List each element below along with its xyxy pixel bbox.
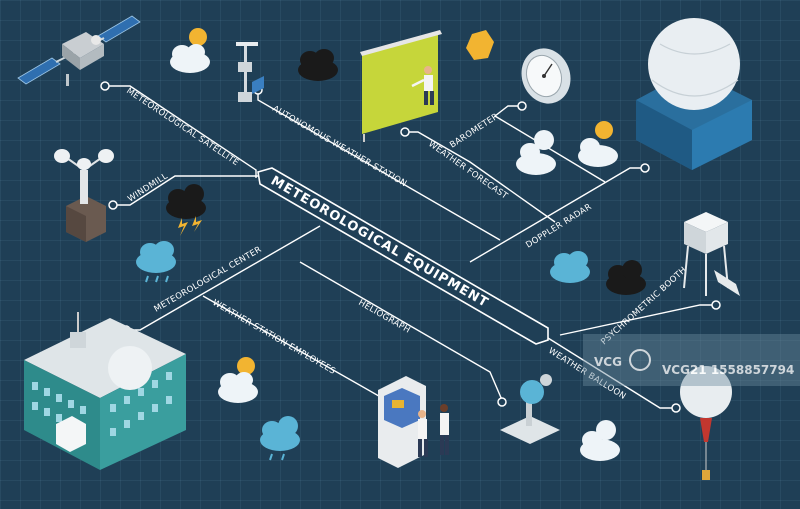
label-barometer: BAROMETER xyxy=(448,112,501,151)
meteorological-center-icon xyxy=(24,312,186,470)
line-windmill xyxy=(113,175,262,206)
line-forecast xyxy=(405,131,556,223)
label-heliograph: HELIOGRAPH xyxy=(357,298,412,336)
node-forecast xyxy=(400,127,410,137)
line-satellite xyxy=(105,85,257,178)
doppler-radar-icon xyxy=(636,18,752,170)
sun-icon xyxy=(466,30,494,60)
watermark: VCG VCG21 1558857794 xyxy=(583,334,800,386)
weather-station-mast-icon xyxy=(236,42,264,102)
label-weather-forecast: WEATHER FORECAST xyxy=(426,139,510,202)
rain-cloud-bottom-icon xyxy=(260,416,300,461)
weather-station-employees-icon xyxy=(378,376,449,468)
node-balloon xyxy=(671,403,681,413)
node-heliograph xyxy=(497,397,507,407)
cloud-sun-icon xyxy=(170,28,210,73)
forecast-presenter-icon xyxy=(360,30,442,142)
white-clouds-icon xyxy=(516,121,618,175)
barometer-icon xyxy=(521,48,571,104)
watermark-id: VCG21 1558857794 xyxy=(662,363,794,377)
dark-cloud-right-icon xyxy=(606,260,646,295)
node-satellite xyxy=(100,81,110,91)
label-meteorological-satellite: METEOROLOGICAL SATELLITE xyxy=(124,86,240,168)
line-center xyxy=(126,225,321,331)
blue-cloud-icon xyxy=(550,251,590,283)
anemometer-icon xyxy=(54,149,114,242)
title-banner xyxy=(257,167,549,345)
line-balloon xyxy=(547,337,674,409)
line-heliograph xyxy=(299,261,503,401)
node-psychrometric xyxy=(711,300,721,310)
satellite-icon xyxy=(17,15,141,86)
line-doppler xyxy=(469,167,643,263)
storm-cloud-icon xyxy=(166,184,206,236)
rain-cloud-icon xyxy=(136,241,176,283)
white-cloud-bottom-icon xyxy=(580,420,620,461)
label-weather-station-employees: WEATHER STATION EMPLOYEES xyxy=(211,298,338,377)
node-doppler xyxy=(640,163,650,173)
line-psychrometric xyxy=(559,304,714,336)
line-barometer xyxy=(493,105,606,183)
label-windmill: WINDMILL xyxy=(126,171,170,204)
node-barometer xyxy=(517,101,527,111)
node-windmill xyxy=(108,200,118,210)
diagram-title: METEOROLOGICAL EQUIPMENT xyxy=(268,173,491,310)
watermark-logo: VCG xyxy=(594,355,622,369)
heliograph-icon xyxy=(500,374,560,444)
dark-cloud-icon xyxy=(298,49,338,81)
weather-balloon-icon xyxy=(680,366,732,480)
cloud-sun-bottom-icon xyxy=(218,357,258,403)
psychrometric-booth-icon xyxy=(683,212,740,296)
